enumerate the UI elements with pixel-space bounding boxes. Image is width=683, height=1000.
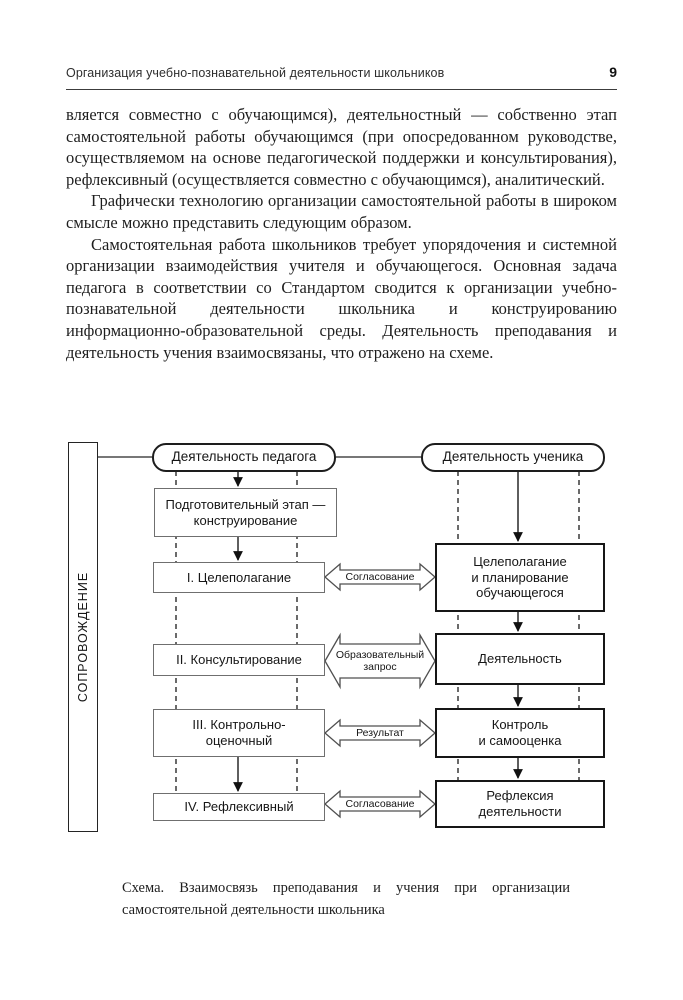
paragraph: вляется совместно с обучающимся), деятел…: [66, 105, 617, 189]
running-head-title: Организация учебно-познавательной деятел…: [66, 66, 445, 80]
arrow-label-agreement-2: Согласование: [345, 797, 415, 810]
student-box-reflection: Рефлексия деятельности: [435, 780, 605, 828]
scheme-diagram: СОПРОВОЖДЕНИЕ Деятельность педагога Деят…: [0, 435, 683, 845]
teacher-column-header: Деятельность педагога: [152, 443, 336, 472]
diagram-connectors: [98, 456, 580, 819]
stage-box-reflexive: IV. Рефлексивный: [153, 793, 325, 821]
arrow-label-educational-request: Образовательный запрос: [335, 648, 425, 673]
support-sidebar: СОПРОВОЖДЕНИЕ: [68, 442, 98, 832]
stage-box-goal-setting: I. Целеполагание: [153, 562, 325, 593]
stage-box-control-evaluation: III. Контрольно- оценочный: [153, 709, 325, 757]
support-sidebar-label: СОПРОВОЖДЕНИЕ: [76, 571, 90, 703]
stage-box-consulting: II. Консультирование: [153, 644, 325, 676]
student-box-control-selfassessment: Контроль и самооценка: [435, 708, 605, 758]
stage-box-preparatory: Подготовительный этап — конструирование: [154, 488, 337, 537]
paragraph: Самостоятельная работа школьников требуе…: [66, 234, 617, 362]
dashed-lines-student-column: [457, 471, 580, 780]
running-head: Организация учебно-познавательной деятел…: [66, 64, 617, 80]
arrow-label-agreement-1: Согласование: [345, 570, 415, 583]
student-box-activity: Деятельность: [435, 633, 605, 685]
body-text: вляется совместно с обучающимся), деятел…: [66, 104, 617, 363]
student-column-header: Деятельность ученика: [421, 443, 605, 472]
arrow-label-result: Результат: [356, 726, 404, 739]
student-box-goal-planning: Целеполагание и планирование обучающегос…: [435, 543, 605, 612]
paragraph: Графически технологию организации самост…: [66, 191, 617, 232]
page-number: 9: [609, 64, 617, 80]
figure-caption: Схема. Взаимосвязь преподавания и учения…: [122, 880, 570, 918]
header-rule: [66, 89, 617, 90]
